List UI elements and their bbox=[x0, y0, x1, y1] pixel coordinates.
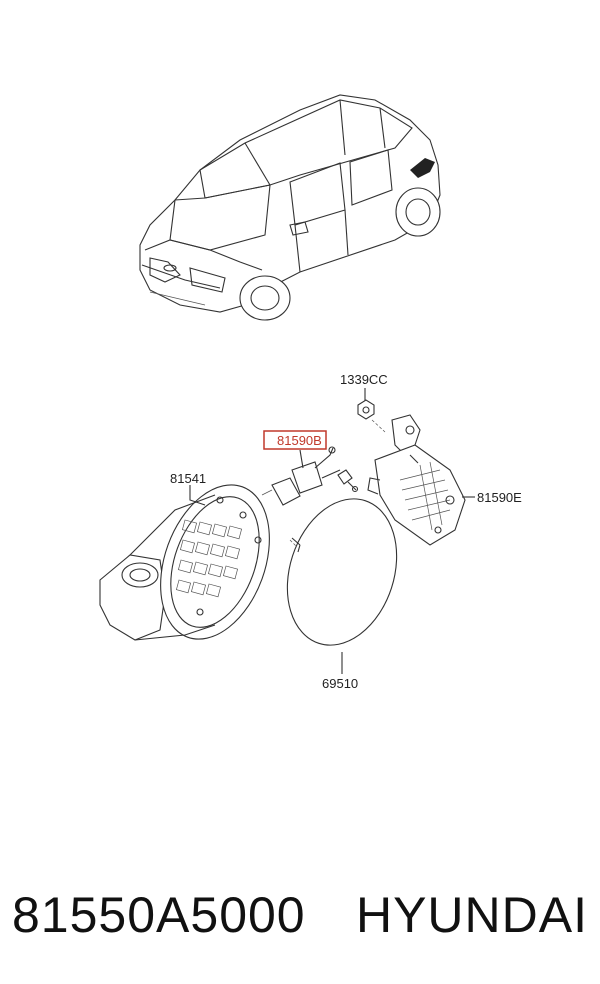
fuel-door-cover bbox=[286, 498, 398, 646]
leader-81541 bbox=[189, 485, 206, 506]
fuel-door-actuator bbox=[367, 414, 466, 546]
label-81590e: 81590E bbox=[477, 490, 522, 505]
brand-name: HYUNDAI bbox=[355, 887, 588, 943]
label-81541: 81541 bbox=[170, 471, 206, 486]
caption: 81550A5000 HYUNDAI bbox=[0, 875, 600, 955]
highlight-box bbox=[263, 430, 327, 450]
part-number: 81550A5000 bbox=[12, 887, 306, 943]
label-1339cc: 1339CC bbox=[340, 372, 388, 387]
exploded-parts bbox=[99, 388, 475, 674]
bolt-part bbox=[357, 388, 386, 433]
label-81590b: 81590B bbox=[277, 433, 322, 448]
fuel-filler-housing bbox=[99, 484, 270, 641]
fuel-door-opener bbox=[271, 446, 359, 506]
label-69510: 69510 bbox=[322, 676, 358, 691]
car-illustration bbox=[139, 94, 441, 321]
